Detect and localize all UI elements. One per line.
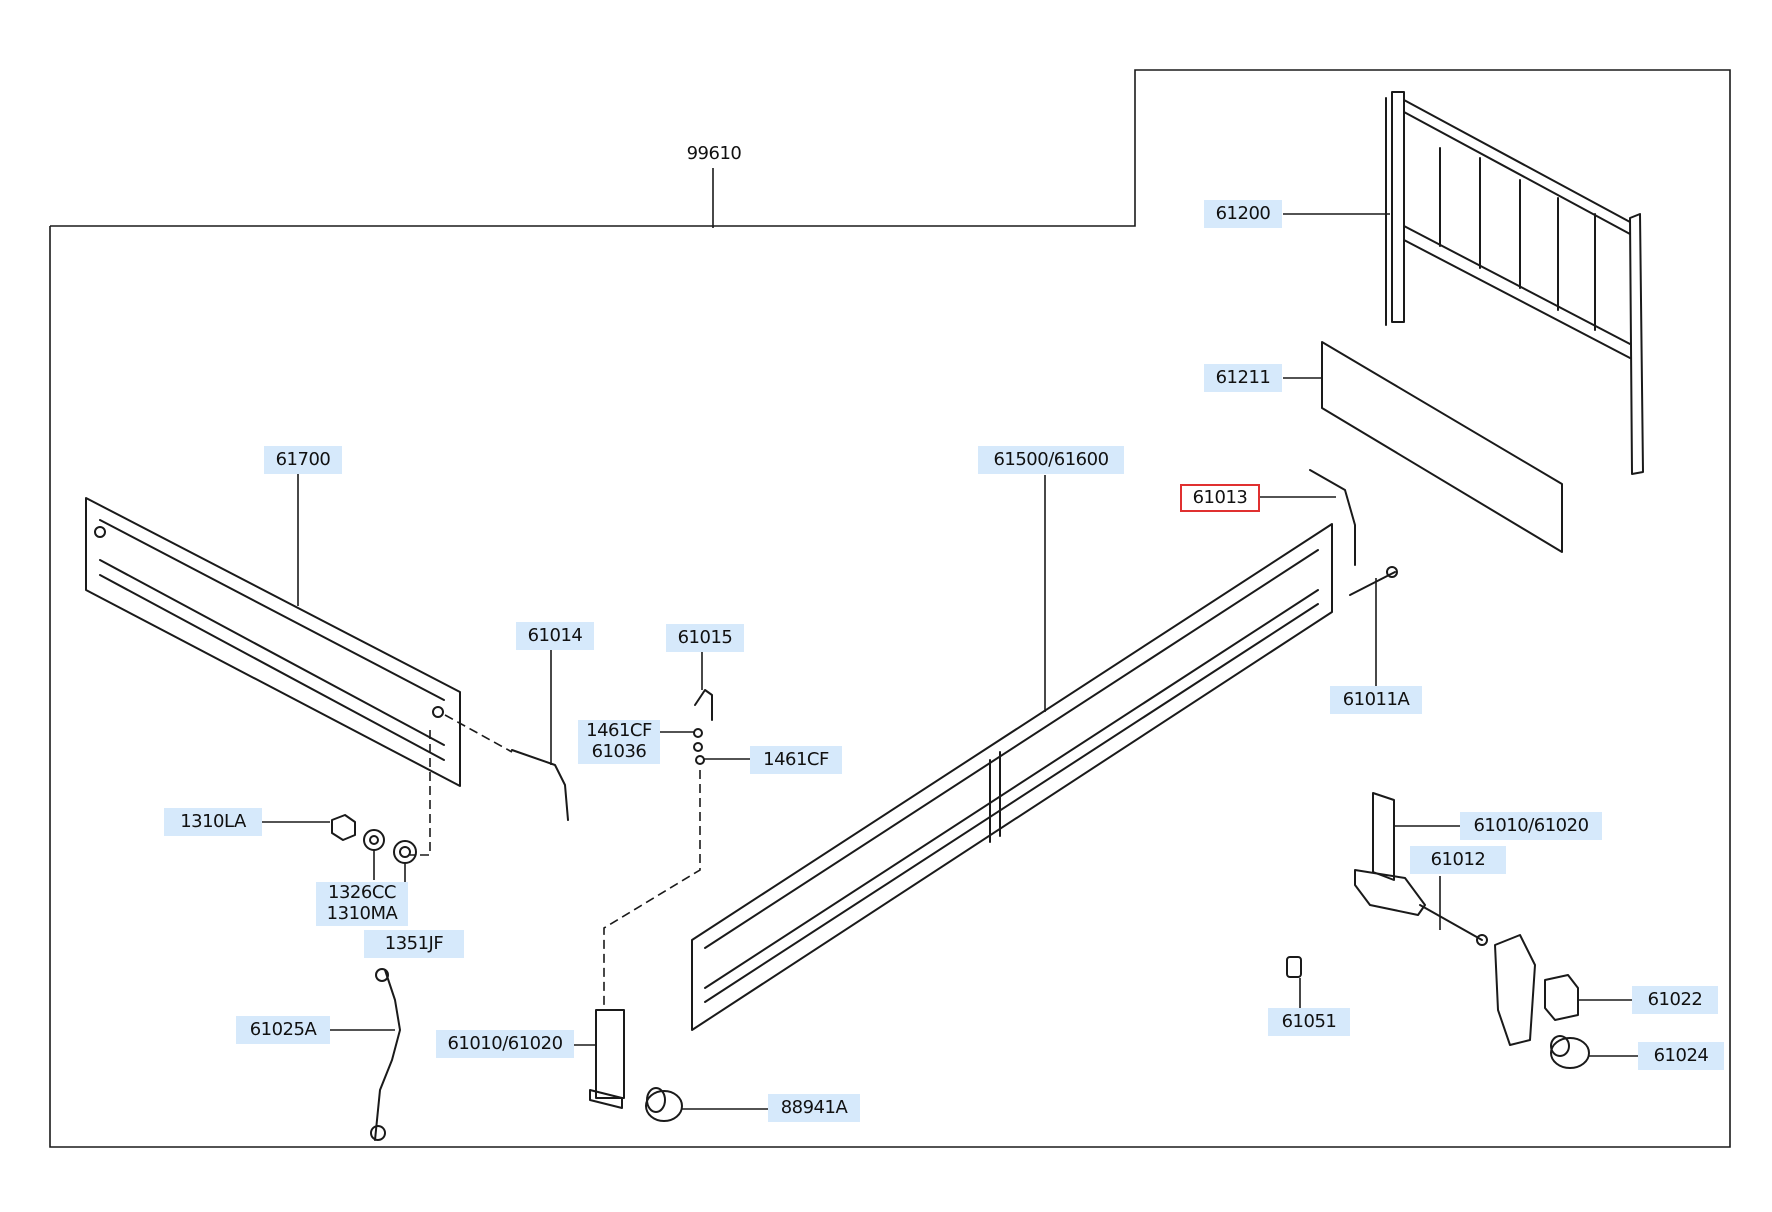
callout-1461cf-lower[interactable]: 1461CF [750, 746, 842, 774]
callout-1310la[interactable]: 1310LA [164, 808, 262, 836]
assembly-label: 99610 [686, 143, 742, 164]
callout-1310ma[interactable]: 1310MA [316, 902, 408, 926]
callout-1326cc[interactable]: 1326CC [316, 882, 408, 904]
callout-61015[interactable]: 61015 [666, 624, 744, 652]
callout-1461cf-upper[interactable]: 1461CF [578, 720, 660, 742]
block-61022[interactable] [1544, 974, 1579, 1021]
callout-61022[interactable]: 61022 [1632, 986, 1718, 1014]
clip-61015[interactable] [693, 689, 713, 765]
callout-88941a[interactable]: 88941A [768, 1094, 860, 1122]
washer-1351jf[interactable] [393, 840, 417, 864]
callout-61036[interactable]: 61036 [578, 740, 660, 764]
side-gate[interactable] [691, 523, 1333, 1031]
callout-61010-61020-left[interactable]: 61010/61020 [436, 1030, 574, 1058]
callout-61014[interactable]: 61014 [516, 622, 594, 650]
rear-pin-61013[interactable] [1309, 469, 1356, 566]
callout-61211[interactable]: 61211 [1204, 364, 1282, 392]
bracket-right[interactable] [1354, 792, 1426, 916]
callout-61500-61600[interactable]: 61500/61600 [978, 446, 1124, 474]
callout-61010-61020-right[interactable]: 61010/61020 [1460, 812, 1602, 840]
callout-61013[interactable]: 61013 [1180, 484, 1260, 512]
callout-61700[interactable]: 61700 [264, 446, 342, 474]
headboard-panel[interactable] [1321, 341, 1563, 553]
chain-61025a[interactable] [370, 968, 401, 1141]
rod-61014[interactable] [511, 749, 569, 821]
callout-61011a[interactable]: 61011A [1330, 686, 1422, 714]
callout-1351jf[interactable]: 1351JF [364, 930, 464, 958]
nut-1310la[interactable] [331, 814, 356, 841]
clip-61051[interactable] [1286, 956, 1302, 978]
dashed-assembly-lines [410, 714, 701, 1008]
callout-61024[interactable]: 61024 [1638, 1042, 1724, 1070]
assembly-frame [49, 69, 1731, 1148]
bracket-left[interactable] [589, 1009, 625, 1109]
hinge-plate[interactable] [1494, 934, 1536, 1046]
callout-61025a[interactable]: 61025A [236, 1016, 330, 1044]
pin-61012[interactable] [1419, 904, 1488, 946]
bolt-61011a[interactable] [1349, 566, 1398, 596]
leader-lines [245, 213, 1638, 1110]
bumper-61024[interactable] [1550, 1035, 1590, 1069]
bumper-88941a[interactable] [645, 1087, 683, 1122]
callout-61200[interactable]: 61200 [1204, 200, 1282, 228]
callout-61051[interactable]: 61051 [1268, 1008, 1350, 1036]
washer-1326cc[interactable] [363, 829, 385, 851]
tailgate[interactable] [85, 497, 461, 787]
callout-61012[interactable]: 61012 [1410, 846, 1506, 874]
headboard-rack[interactable] [1385, 91, 1644, 475]
